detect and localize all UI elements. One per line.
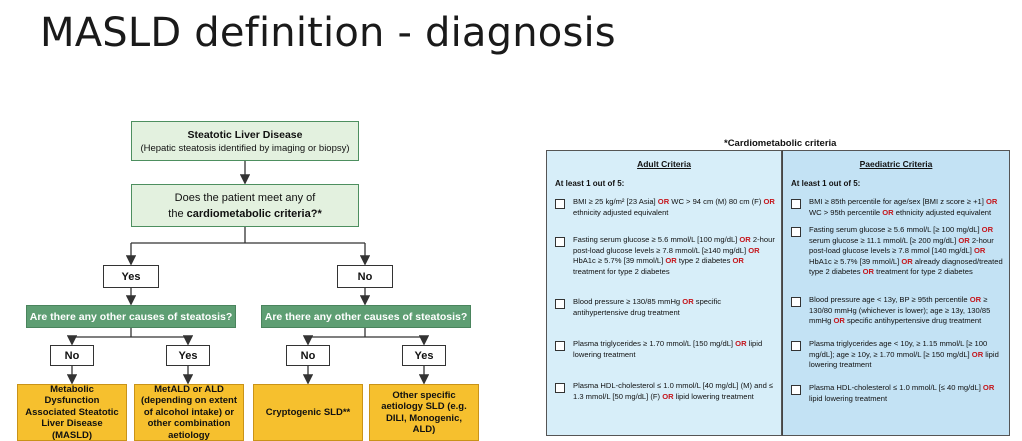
- or-keyword: OR: [985, 197, 998, 206]
- paediatric-criterion-text: Fasting serum glucose ≥ 5.6 mmol/L [≥ 10…: [809, 225, 1003, 277]
- or-keyword: OR: [665, 256, 677, 266]
- question-line2-prefix: the: [168, 207, 187, 220]
- paediatric-criterion-1: BMI ≥ 85th percentile for age/sex [BMI z…: [791, 197, 1003, 218]
- adult-criterion-text: Fasting serum glucose ≥ 5.6 mmol/L [100 …: [573, 235, 775, 276]
- question-line2: the cardiometabolic criteria?*: [168, 206, 321, 222]
- or-keyword: OR: [732, 256, 744, 266]
- checkbox-icon[interactable]: [555, 299, 565, 309]
- or-keyword: OR: [901, 256, 913, 266]
- or-keyword: OR: [974, 246, 986, 256]
- paediatric-criterion-2: Fasting serum glucose ≥ 5.6 mmol/L [≥ 10…: [791, 225, 1003, 278]
- outcome-metald: MetALD or ALD (depending on extent of al…: [134, 384, 244, 441]
- or-keyword: OR: [971, 349, 984, 359]
- paediatric-criteria-title: Paediatric Criteria: [859, 159, 933, 169]
- checkbox-icon[interactable]: [791, 385, 801, 395]
- adult-criteria-title: Adult Criteria: [637, 159, 691, 169]
- or-keyword: OR: [682, 297, 694, 306]
- sld-title: Steatotic Liver Disease: [187, 128, 303, 141]
- yes-box-top: Yes: [103, 265, 159, 288]
- paediatric-criterion-4: Plasma triglycerides age < 10y, ≥ 1.15 m…: [791, 339, 1003, 371]
- paediatric-criterion-5: Plasma HDL-cholesterol ≤ 1.0 mmol/L [≤ 4…: [791, 383, 1003, 404]
- outcome-masld: Metabolic Dysfunction Associated Steatot…: [17, 384, 127, 441]
- paediatric-criteria-panel: Paediatric Criteria At least 1 out of 5:…: [782, 150, 1010, 436]
- or-keyword: OR: [958, 235, 970, 245]
- adult-criterion-text: Blood pressure ≥ 130/85 mmHg OR specific…: [573, 297, 722, 317]
- outcome-cryptogenic: Cryptogenic SLD**: [253, 384, 363, 441]
- checkbox-icon[interactable]: [791, 227, 801, 237]
- no-box-right: No: [286, 345, 330, 366]
- adult-at-least: At least 1 out of 5:: [555, 179, 625, 188]
- or-keyword: OR: [739, 235, 751, 244]
- question-line1: Does the patient meet any of: [174, 191, 316, 204]
- paediatric-criterion-text: Plasma triglycerides age < 10y, ≥ 1.15 m…: [809, 339, 999, 370]
- or-keyword: OR: [969, 295, 982, 304]
- adult-criterion-3: Blood pressure ≥ 130/85 mmHg OR specific…: [555, 297, 775, 318]
- yes-box-right: Yes: [402, 345, 446, 366]
- or-keyword: OR: [662, 391, 674, 401]
- checkbox-icon[interactable]: [555, 383, 565, 393]
- or-keyword: OR: [763, 197, 775, 206]
- adult-criterion-2: Fasting serum glucose ≥ 5.6 mmol/L [100 …: [555, 235, 775, 277]
- or-keyword: OR: [882, 207, 894, 217]
- adult-criterion-5: Plasma HDL-cholesterol ≤ 1.0 mmol/L [40 …: [555, 381, 775, 402]
- question-line2-bold: cardiometabolic criteria?*: [186, 207, 322, 220]
- or-keyword: OR: [748, 245, 760, 255]
- adult-criterion-text: Plasma triglycerides ≥ 1.70 mmol/L [150 …: [573, 339, 763, 359]
- no-box-left: No: [50, 345, 94, 366]
- or-keyword: OR: [862, 267, 875, 277]
- sld-box: Steatotic Liver Disease (Hepatic steatos…: [131, 121, 359, 161]
- checkbox-icon[interactable]: [555, 199, 565, 209]
- other-causes-question-right: Are there any other causes of steatosis?: [261, 305, 471, 328]
- or-keyword: OR: [657, 197, 670, 206]
- paediatric-criterion-text: BMI ≥ 85th percentile for age/sex [BMI z…: [809, 197, 998, 217]
- slide-title: MASLD definition - diagnosis: [40, 10, 616, 56]
- other-causes-question-left: Are there any other causes of steatosis?: [26, 305, 236, 328]
- cardiometabolic-question-box: Does the patient meet any of the cardiom…: [131, 184, 359, 227]
- checkbox-icon[interactable]: [791, 341, 801, 351]
- adult-criterion-text: BMI ≥ 25 kg/m² [23 Asia] OR WC > 94 cm (…: [573, 197, 775, 217]
- paediatric-at-least: At least 1 out of 5:: [791, 179, 861, 188]
- or-keyword: OR: [735, 339, 747, 348]
- paediatric-criterion-text: Plasma HDL-cholesterol ≤ 1.0 mmol/L [≤ 4…: [809, 383, 995, 403]
- adult-criterion-4: Plasma triglycerides ≥ 1.70 mmol/L [150 …: [555, 339, 775, 360]
- adult-criterion-text: Plasma HDL-cholesterol ≤ 1.0 mmol/L [40 …: [573, 381, 774, 401]
- or-keyword: OR: [982, 383, 995, 392]
- adult-criterion-1: BMI ≥ 25 kg/m² [23 Asia] OR WC > 94 cm (…: [555, 197, 775, 218]
- criteria-heading: *Cardiometabolic criteria: [724, 138, 837, 149]
- or-keyword: OR: [981, 225, 994, 234]
- paediatric-criterion-text: Blood pressure age < 13y, BP ≥ 95th perc…: [809, 295, 991, 326]
- checkbox-icon[interactable]: [555, 237, 565, 247]
- checkbox-icon[interactable]: [555, 341, 565, 351]
- sld-subtitle: (Hepatic steatosis identified by imaging…: [140, 142, 350, 154]
- adult-criteria-panel: Adult Criteria At least 1 out of 5: BMI …: [546, 150, 782, 436]
- paediatric-criterion-3: Blood pressure age < 13y, BP ≥ 95th perc…: [791, 295, 1003, 327]
- yes-box-left: Yes: [166, 345, 210, 366]
- checkbox-icon[interactable]: [791, 297, 801, 307]
- or-keyword: OR: [833, 316, 845, 326]
- checkbox-icon[interactable]: [791, 199, 801, 209]
- outcome-other-aetiology: Other specific aetiology SLD (e.g. DILI,…: [369, 384, 479, 441]
- no-box-top: No: [337, 265, 393, 288]
